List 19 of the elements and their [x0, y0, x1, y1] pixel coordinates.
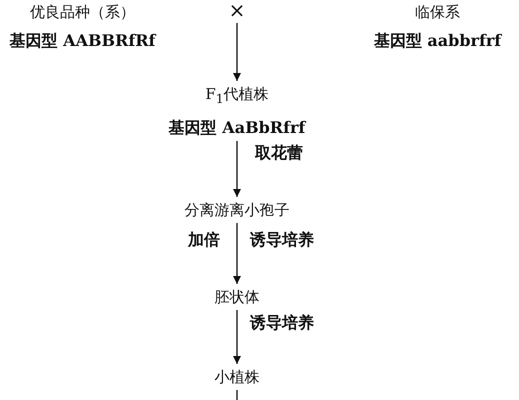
stage-label: 分离游离小孢子 [167, 200, 307, 220]
genotype-label: 基因型 aabbrfrf [372, 31, 503, 51]
stage-label: 小植株 [177, 367, 297, 387]
stage-label: 胚状体 [177, 287, 297, 307]
variety-label: 优良品种（系） [29, 2, 136, 22]
edge-label: 诱导培养 [250, 313, 314, 333]
arrow [233, 23, 241, 81]
connector-line [236, 390, 238, 400]
step-label: 加倍 [188, 230, 220, 250]
edge-label: 取花蕾 [255, 143, 303, 163]
arrow [233, 310, 241, 364]
arrow [233, 223, 241, 284]
cross-sign: × [222, 0, 252, 20]
genotype-label: 基因型 AaBbRfrf [168, 118, 308, 138]
generation-label: F$_{1}$代植株 [204, 84, 270, 108]
arrow [233, 141, 241, 197]
edge-label: 诱导培养 [250, 230, 314, 250]
genotype-label: 基因型 AABBRfRf [8, 31, 158, 51]
variety-label: 临保系 [414, 2, 461, 22]
